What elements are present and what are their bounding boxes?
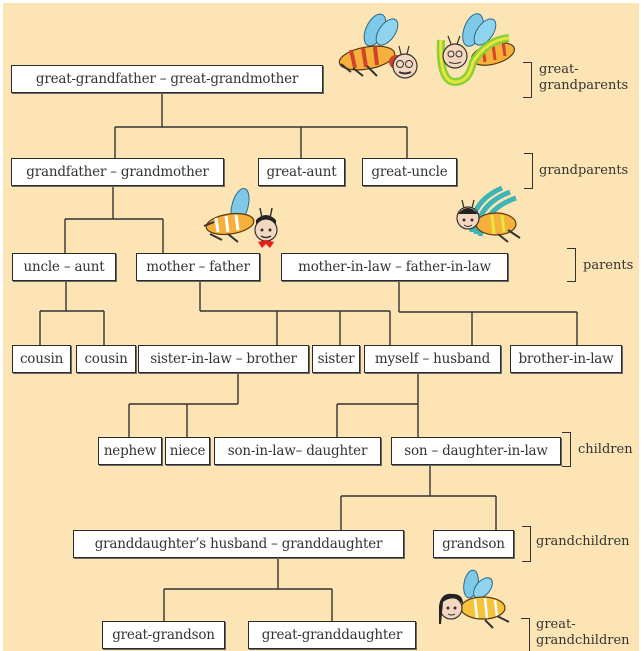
- node-grandparents: grandfather – grandmother: [11, 158, 224, 186]
- label-line-2: grandchildren: [536, 633, 630, 648]
- node-nephew: nephew: [98, 437, 162, 465]
- bee-grandmother-icon: [436, 13, 516, 86]
- label-great-grandchildren: great- grandchildren: [536, 617, 630, 649]
- node-great-grandson: great-grandson: [102, 621, 225, 649]
- node-in-laws: mother-in-law – father-in-law: [281, 253, 508, 281]
- node-niece: niece: [165, 437, 210, 465]
- bracket-parents: [567, 248, 576, 282]
- label-parents: parents: [583, 258, 634, 273]
- label-grandchildren: grandchildren: [536, 534, 630, 549]
- bracket-great-grandparents: [523, 62, 532, 98]
- node-mother-father: mother – father: [136, 253, 260, 281]
- node-brother-in-law: brother-in-law: [510, 345, 622, 373]
- node-myself-husband: myself – husband: [364, 345, 501, 373]
- bracket-children: [562, 432, 571, 467]
- node-uncle-aunt: uncle – aunt: [12, 253, 116, 281]
- node-sister: sister: [312, 345, 360, 373]
- bee-father-icon: [203, 187, 278, 248]
- bee-child-icon: [439, 569, 510, 629]
- node-great-aunt: great-aunt: [258, 158, 345, 186]
- node-cousin-2: cousin: [76, 345, 136, 373]
- label-line-1: great-: [539, 62, 579, 77]
- bracket-grandchildren: [522, 526, 531, 562]
- node-great-granddaughter: great-granddaughter: [248, 621, 416, 649]
- bee-grandfather-icon: [338, 13, 418, 79]
- label-great-grandparents: great- grandparents: [539, 62, 628, 94]
- node-sister-in-law-brother: sister-in-law – brother: [138, 345, 309, 373]
- bracket-great-grandchildren: [521, 618, 530, 651]
- node-granddaughter-couple: granddaughter’s husband – granddaughter: [73, 530, 404, 558]
- node-great-grandparents: great-grandfather – great-grandmother: [11, 65, 323, 93]
- label-line-2: grandparents: [539, 78, 629, 93]
- node-cousin-1: cousin: [12, 345, 71, 373]
- node-son-in-law-daughter: son-in-law– daughter: [214, 437, 381, 465]
- label-children: children: [578, 442, 633, 457]
- label-grandparents: grandparents: [539, 163, 629, 178]
- bee-mother-icon: [456, 185, 521, 243]
- bracket-grandparents: [524, 153, 533, 189]
- node-son-daughter-in-law: son – daughter-in-law: [391, 437, 561, 465]
- node-great-uncle: great-uncle: [362, 158, 457, 186]
- label-line-1: great-: [536, 617, 576, 632]
- node-grandson: grandson: [433, 530, 514, 558]
